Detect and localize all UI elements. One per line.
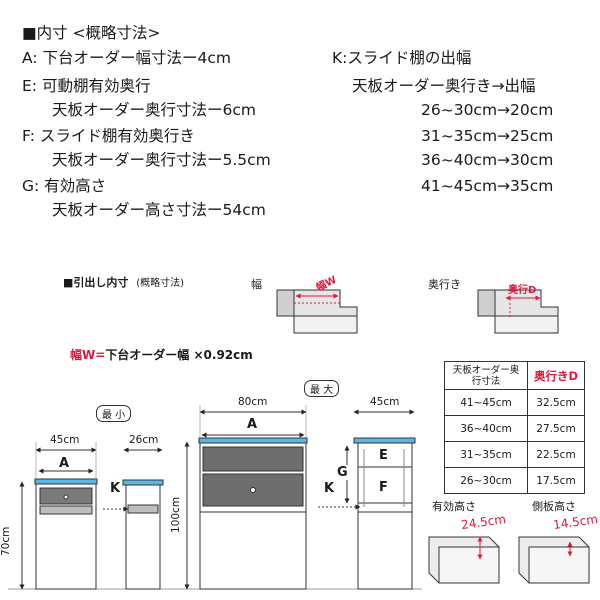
spec-heading: ■内寸 <概略寸法> [22,24,161,42]
spec-line-f: F: スライド棚有効奥行き [22,127,195,145]
side-height-illustration [518,536,590,584]
drawer-depth-label: 奥行き [428,278,461,291]
slide-heading: K:スライド棚の出幅 [332,49,472,67]
label-k-max: K [324,481,335,496]
dim-26: 26cm [129,434,159,446]
side-height-label: 側板高さ [532,500,576,513]
drawer-formula-rest: 下台オーダー幅 ×0.92cm [105,348,253,362]
slide-row-1: 26~30cm→20cm [421,101,554,119]
spec-line-f-detail: 天板オーダー奥行寸法ー5.5cm [52,151,271,169]
depth-table-header-left: 天板オーダー奥行寸法 [444,361,528,390]
label-a-min: A [59,456,70,471]
drawer-depth-illustration [477,289,559,334]
spec-line-e-detail: 天板オーダー奥行寸法ー6cm [52,101,256,119]
depth-table-header-right: 奥行きD [527,361,585,390]
dim-45-right: 45cm [370,396,400,408]
table-cell-range: 36~40cm [444,415,528,442]
dim-80: 80cm [238,396,268,408]
drawer-formula-w: 幅W= [70,348,106,362]
slide-row-2: 31~35cm→25cm [421,127,554,145]
table-cell-range: 41~45cm [444,389,528,416]
label-k-min: K [110,481,121,496]
min-badge: 最 小 [96,405,132,422]
label-f: F [379,480,388,495]
spec-line-g-detail: 天板オーダー高さ寸法ー54cm [52,201,266,219]
drawer-formula: 幅W=下台オーダー幅 ×0.92cm [70,346,253,363]
table-cell-depth: 17.5cm [527,467,585,494]
drawer-heading-text: ■引出し内寸 [63,276,129,289]
drawer-width-label: 幅 [251,278,262,291]
slide-row-4: 41~45cm→35cm [421,177,554,195]
dim-100: 100cm [170,496,182,533]
label-a-max: A [247,417,258,432]
effective-height-illustration [428,536,500,584]
slide-row-3: 36~40cm→30cm [421,151,554,169]
min-cabinet-side [103,447,164,590]
drawer-heading-note: (概略寸法) [136,278,185,289]
max-cabinet-front [184,405,308,590]
effective-height-label: 有効高さ [432,500,476,513]
dim-45-left: 45cm [50,434,80,446]
drawer-width-illustration [276,289,358,334]
max-badge: 最 大 [304,380,340,397]
spec-line-g: G: 有効高さ [22,177,107,195]
table-cell-depth: 32.5cm [527,389,585,416]
spec-line-a: A: 下台オーダー幅寸法ー4cm [22,49,231,67]
label-g: G [337,465,348,480]
table-cell-range: 26~30cm [444,467,528,494]
slide-subheading: 天板オーダー奥行き→出幅 [352,77,536,95]
table-cell-range: 31~35cm [444,441,528,468]
drawer-heading: ■引出し内寸 (概略寸法) [63,274,184,290]
depth-table-header: 天板オーダー奥行寸法 奥行きD [444,361,585,390]
min-cabinet-front [19,442,98,590]
label-e: E [379,448,388,463]
drawer-depth-tag: 奥行D [508,285,537,296]
max-cabinet-side [318,409,416,590]
spec-line-e: E: 可動棚有効奥行 [22,77,151,95]
dim-70: 70cm [0,526,12,556]
